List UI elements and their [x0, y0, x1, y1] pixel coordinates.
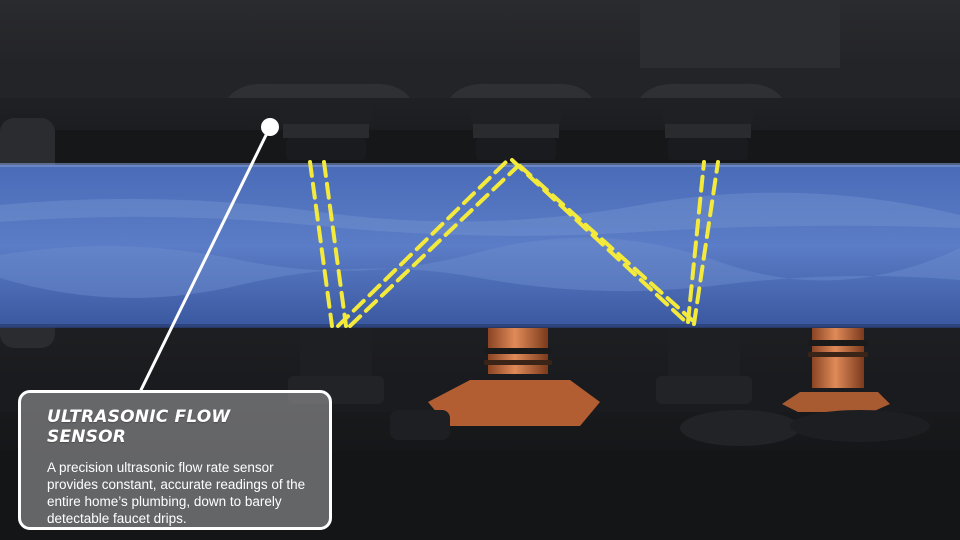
sensor-callout-card: ULTRASONIC FLOW SENSOR A precision ultra… [18, 390, 332, 530]
water-pipe-top-edge [0, 163, 960, 167]
callout-title: ULTRASONIC FLOW SENSOR [47, 407, 231, 447]
top-bracket-2 [450, 83, 592, 98]
transducer-top-2 [470, 100, 562, 160]
callout-anchor-dot [261, 118, 279, 136]
transducer-top-3 [662, 100, 754, 160]
callout-description: A precision ultrasonic flow rate sensor … [47, 460, 306, 526]
bottom-fitting-2 [790, 410, 930, 442]
transducer-bottom-2 [656, 328, 752, 404]
water-ripple-2 [0, 192, 960, 236]
top-bracket-1 [228, 83, 410, 98]
water-pipe [0, 165, 960, 327]
water-ripple-1 [0, 237, 960, 298]
copper-electrode-2 [782, 328, 890, 412]
top-bracket-3 [640, 83, 782, 98]
bottom-fitting-3 [390, 410, 450, 440]
upper-housing-block [640, 0, 840, 68]
transducer-top-1 [280, 100, 372, 160]
copper-electrode-1 [428, 328, 600, 426]
water-pipe-bottom-edge [0, 324, 960, 328]
callout-leader-line [138, 126, 272, 393]
ultrasonic-signal-path [308, 158, 720, 328]
bottom-fitting-1 [680, 410, 800, 446]
